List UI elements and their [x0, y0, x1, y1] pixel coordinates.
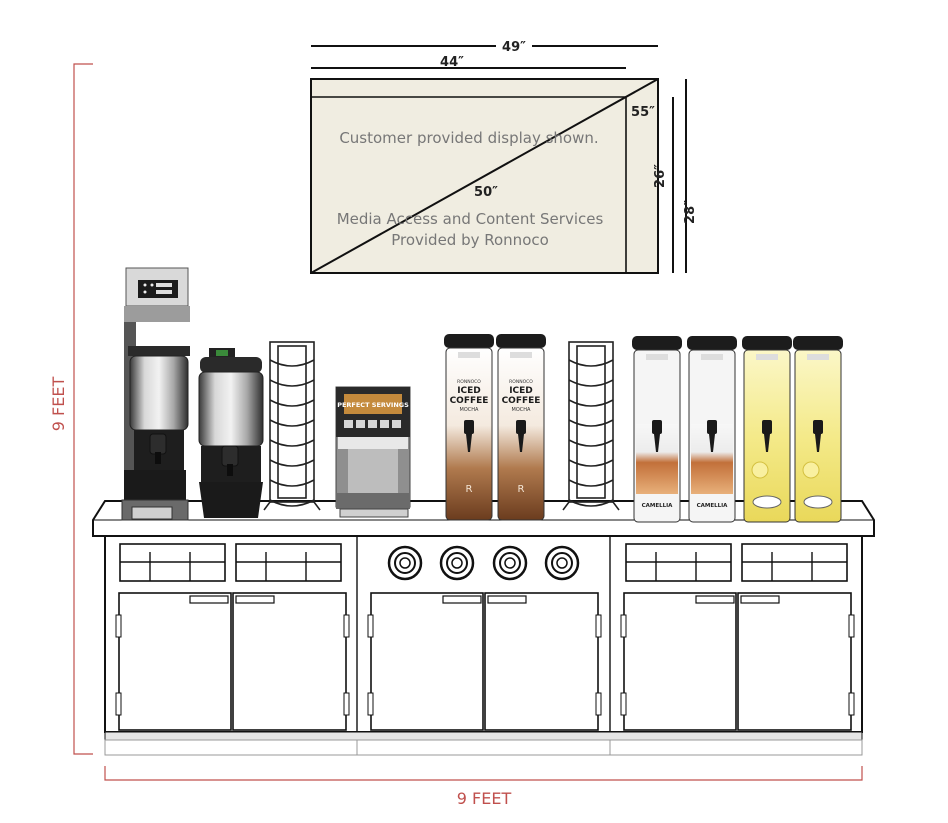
- tea-brand-label: CAMELLIA: [642, 503, 674, 509]
- cabinet-door[interactable]: [484, 592, 599, 731]
- lemon-slice-icon: [802, 461, 820, 479]
- cappuccino-dispenser: PERFECT SERVINGS: [335, 386, 411, 518]
- door-handle: [740, 595, 780, 604]
- lemonade-logo-icon: [752, 495, 782, 509]
- counter: [92, 500, 875, 756]
- dispenser-brand-text: PERFECT SERVINGS: [337, 401, 409, 409]
- dispenser-brand-panel: [344, 394, 402, 414]
- cup-chute-grommets: [387, 545, 580, 581]
- cabinet-door[interactable]: [370, 592, 484, 731]
- svg-text:R: R: [466, 484, 473, 495]
- door-handle: [189, 595, 229, 604]
- height-dimensions: 26″ 28″: [653, 79, 698, 273]
- door-handle: [487, 595, 527, 604]
- cup-rack-right: [562, 341, 620, 511]
- iced-coffee-word2: COFFEE: [502, 396, 541, 406]
- inner-height-label: 26″: [653, 164, 668, 188]
- iced-coffee-word1: ICED: [509, 386, 533, 396]
- cabinet-door[interactable]: [737, 592, 852, 731]
- door-handle: [442, 595, 482, 604]
- display-caption-line2: Media Access and Content Services: [337, 210, 604, 228]
- dispenser-spigot-icon: [815, 434, 821, 452]
- display-diagonal-line: [310, 78, 659, 274]
- tea-dispenser-2: CAMELLIA: [687, 336, 737, 523]
- cabinet-door[interactable]: [118, 592, 232, 731]
- iced-coffee-flavor: MOCHA: [512, 407, 532, 413]
- dispenser-spigot-icon: [466, 434, 472, 452]
- iced-coffee-word2: COFFEE: [450, 396, 489, 406]
- satellite-server: [198, 348, 264, 518]
- inner-width-label: 44″: [440, 55, 464, 70]
- lemonade-logo-icon: [803, 495, 833, 509]
- dispenser-spigot-icon: [654, 434, 660, 452]
- door-handle: [235, 595, 275, 604]
- lemonade-dispenser-2: [793, 336, 843, 523]
- cabinet-door[interactable]: [232, 592, 347, 731]
- iced-coffee-dispenser-2: RONNOCO ICED COFFEE MOCHA R: [496, 334, 546, 521]
- outer-width-label: 49″: [502, 40, 526, 55]
- coffee-brewer: [121, 267, 190, 521]
- lemon-slice-icon: [751, 461, 769, 479]
- lemonade-dispenser-1: [742, 336, 792, 523]
- cup-rack-left: [263, 341, 321, 511]
- brewer-control-panel: [138, 280, 178, 298]
- tea-brand-label: CAMELLIA: [697, 503, 729, 509]
- diagonal-inner-label: 50″: [474, 185, 498, 200]
- tv-display: Customer provided display shown. Media A…: [310, 78, 659, 274]
- total-width-label: 9 FEET: [457, 789, 512, 808]
- dispenser-spigot-icon: [764, 434, 770, 452]
- overall-dimensions: 9 FEET 9 FEET: [49, 63, 863, 808]
- iced-coffee-brand: RONNOCO: [509, 379, 533, 385]
- width-dimensions: 49″ 44″: [311, 40, 658, 70]
- drip-tray-icon: [131, 506, 173, 520]
- tea-dispenser-1: CAMELLIA: [632, 336, 682, 523]
- dispenser-spigot-icon: [518, 434, 524, 452]
- svg-text:R: R: [518, 484, 525, 495]
- display-caption-line3: Provided by Ronnoco: [391, 231, 549, 249]
- cabinet-door[interactable]: [623, 592, 737, 731]
- diagonal-outer-label: 55″: [631, 105, 655, 120]
- iced-coffee-dispenser-1: RONNOCO ICED COFFEE MOCHA R: [444, 334, 494, 521]
- door-handle: [695, 595, 735, 604]
- iced-coffee-brand: RONNOCO: [457, 379, 481, 385]
- outer-height-label: 28″: [683, 200, 698, 224]
- total-height-label: 9 FEET: [49, 377, 68, 432]
- iced-coffee-word1: ICED: [457, 386, 481, 396]
- display-caption-line1: Customer provided display shown.: [339, 129, 598, 147]
- iced-coffee-flavor: MOCHA: [460, 407, 480, 413]
- dispenser-spigot-icon: [709, 434, 715, 452]
- toe-kick: [104, 739, 863, 756]
